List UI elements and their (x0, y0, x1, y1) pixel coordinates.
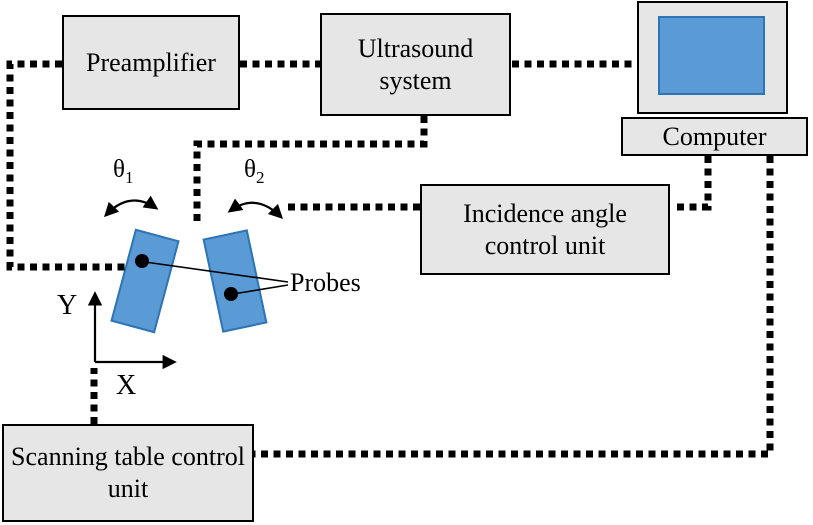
incidence-angle-control-label: Incidence angle control unit (463, 198, 627, 260)
preamplifier-label: Preamplifier (86, 47, 216, 77)
theta2-symbol: θ (244, 156, 256, 183)
computer-screen-icon (658, 16, 765, 95)
computer-monitor-icon (637, 1, 788, 114)
theta1-label: θ1 (113, 156, 133, 188)
scanning-table-control-box: Scanning table control unit (2, 424, 254, 522)
theta1-symbol: θ (113, 156, 125, 183)
computer-label-box: Computer (621, 117, 808, 156)
y-axis-label: Y (57, 290, 78, 321)
preamplifier-box: Preamplifier (62, 15, 240, 110)
incidence-angle-control-box: Incidence angle control unit (420, 184, 670, 275)
left-probe-icon (110, 228, 180, 334)
theta2-label: θ2 (244, 156, 264, 188)
ultrasound-system-label: Ultrasound system (357, 33, 474, 95)
right-probe-icon (202, 229, 268, 333)
scanning-table-control-label: Scanning table control unit (11, 442, 245, 503)
theta1-subscript: 1 (124, 168, 134, 187)
probes-label: Probes (290, 268, 361, 297)
theta1-rotation-arc-icon (104, 195, 159, 218)
computer-label: Computer (662, 121, 767, 151)
theta2-subscript: 2 (255, 168, 265, 187)
x-axis-label: X (116, 370, 137, 401)
ultrasound-system-box: Ultrasound system (320, 13, 511, 116)
connector-computer-incidence (672, 156, 712, 211)
connector-ultrasound-right-probe (193, 116, 428, 224)
theta2-rotation-arc-icon (227, 198, 284, 220)
